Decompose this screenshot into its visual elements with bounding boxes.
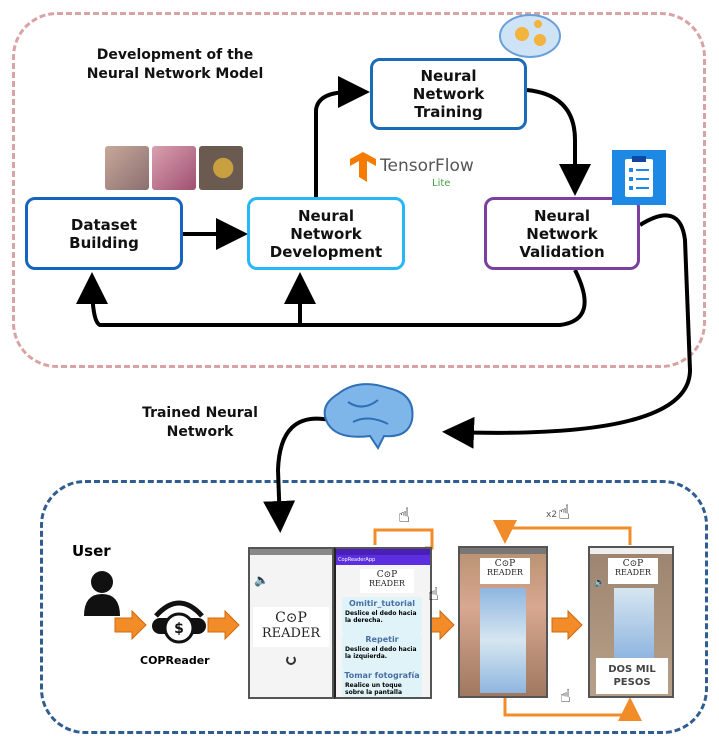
- app-usage-region: [40, 480, 708, 734]
- section-title: Development of the Neural Network Model: [80, 46, 270, 84]
- tap-hand-icon: ☝: [560, 686, 571, 707]
- svg-text:$: $: [174, 621, 184, 637]
- user-icon: [84, 571, 120, 616]
- arrow-trained-network-to-app: [263, 416, 331, 533]
- copreader-device-icon: $: [152, 600, 206, 644]
- orange-arrow: [207, 609, 240, 641]
- speaker-icon: 🔈: [594, 578, 606, 588]
- banknote-image: [480, 588, 526, 693]
- arrow-validation-to-trained-network: [442, 213, 693, 449]
- phone-camera-screen: C⊙P READER: [458, 546, 548, 698]
- orange-loop-tutorial: [373, 528, 434, 550]
- phone-splash-screen: 🔈 C⊙P READER: [248, 547, 334, 699]
- label-line: Network: [166, 424, 234, 440]
- swipe-hand-icon: ☝: [428, 584, 439, 605]
- arrow-training-to-validation: [526, 88, 591, 196]
- title-line: Neural Network Model: [86, 66, 264, 82]
- device-label: COPReader: [140, 654, 210, 667]
- double-tap-hand-icon: ☝: [558, 500, 571, 524]
- orange-loop-capture: [503, 697, 642, 721]
- trained-brain-icon: [323, 383, 414, 450]
- brain-gears-icon: [499, 14, 561, 58]
- arrow-validation-to-dataset: [76, 269, 587, 327]
- swipe-hand-icon: ☝: [398, 503, 411, 527]
- tensorflow-lite-logo: TensorFlow Lite: [350, 152, 474, 194]
- copreader-logo: C⊙P READER: [360, 569, 414, 593]
- orange-arrow: [551, 609, 583, 641]
- loading-spinner-icon: [286, 655, 296, 665]
- orange-arrow: [114, 609, 147, 641]
- tensorflow-icon: [350, 152, 376, 182]
- copreader-logo: C⊙P READER: [608, 558, 658, 584]
- label-line: Trained Neural: [142, 405, 258, 421]
- copreader-logo: C⊙P READER: [480, 558, 530, 584]
- orange-loop-repeat: [493, 520, 632, 545]
- model-development-region: [12, 12, 706, 368]
- double-tap-label: x2: [546, 510, 558, 520]
- coin-photo: [199, 146, 243, 190]
- banknote-image: [614, 588, 654, 658]
- title-line: Development of the: [96, 47, 254, 63]
- copreader-logo: C⊙P READER: [253, 607, 329, 647]
- app-bar-title: CopReaderApp: [336, 555, 430, 565]
- banknote-photo: [152, 146, 196, 190]
- speaker-icon: 🔈: [254, 573, 269, 587]
- user-label: User: [72, 542, 111, 560]
- clipboard-checklist-icon: [612, 150, 666, 205]
- banknote-photo: [105, 146, 149, 190]
- trained-network-label: Trained Neural Network: [135, 404, 265, 442]
- arrow-development-to-training: [314, 76, 370, 197]
